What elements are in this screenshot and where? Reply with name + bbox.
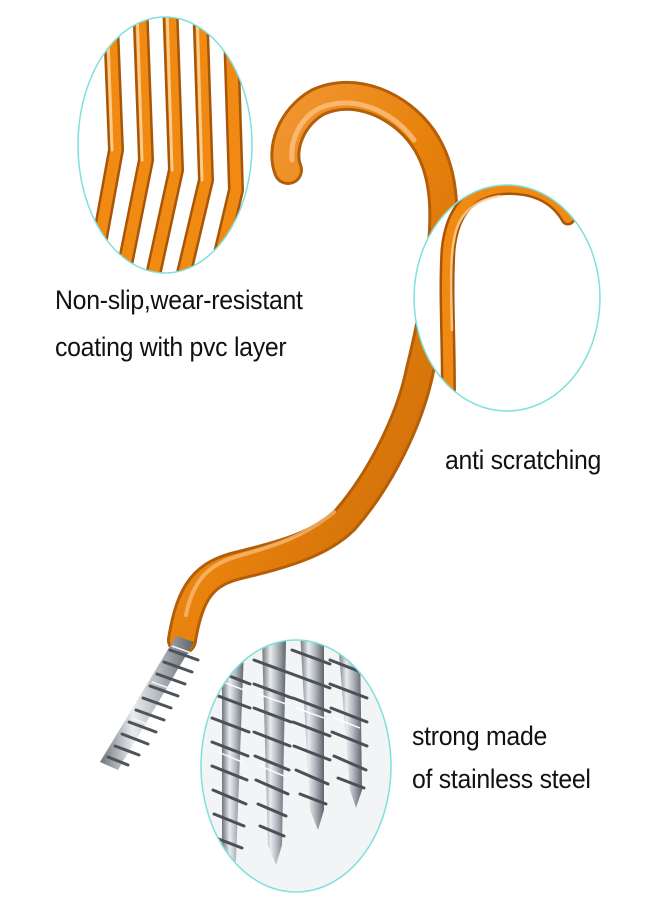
coating-caption: Non-slip,wear-resistant coating with pvc… (55, 284, 303, 365)
steel-caption-line1: strong made (412, 721, 548, 751)
hook-screw-thread (100, 636, 200, 770)
steel-caption-line2: of stainless steel (412, 763, 591, 794)
steel-caption: strong made of stainless steel (412, 720, 591, 797)
hook-tip-callout (413, 184, 601, 412)
coating-caption-line1: Non-slip,wear-resistant (55, 285, 303, 315)
coating-closeup-callout (77, 16, 253, 274)
steel-screws-callout (200, 639, 392, 893)
coating-caption-line2: coating with pvc layer (55, 331, 287, 362)
anti-scratching-caption: anti scratching (445, 445, 602, 475)
